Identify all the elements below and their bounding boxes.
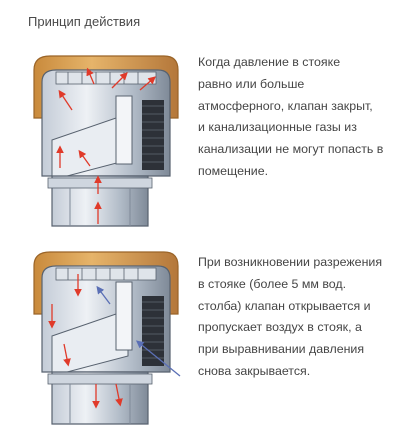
text-line: канализации не могут попасть в [198,142,384,157]
text-line: в стояке (более 5 мм вод. [198,276,347,291]
valve-pipe [47,175,153,227]
closed-state-description: Когда давление в стояке равно или больше… [198,52,408,183]
text-line: При возникновении разрежения [198,255,383,269]
valve-body [41,69,171,181]
section-title: Принцип действия [28,14,141,29]
open-state-description: При возникновении разрежения в стояке (б… [198,252,408,383]
valve-pipe [47,371,153,425]
text-line: снова закрывается. [198,363,311,378]
valve-closed-illustration [33,55,179,227]
text-line: Когда давление в стояке [198,55,341,69]
air-arrows-down [48,274,123,409]
air-inflow-arrows [96,285,181,377]
text-line: атмосферного, клапан закрыт, [198,98,373,113]
valve-open-illustration [33,251,181,425]
text-line: при выравнивании давления [198,342,365,357]
gas-arrows [56,67,156,224]
text-line: равно или больше [198,76,305,91]
text-line: пропускает воздух в стояк, а [198,320,362,335]
valve-body [41,265,171,377]
text-line: и канализационные газы из [198,120,357,135]
text-line: помещение. [198,163,269,178]
text-line: столба) клапан открывается и [198,298,371,313]
